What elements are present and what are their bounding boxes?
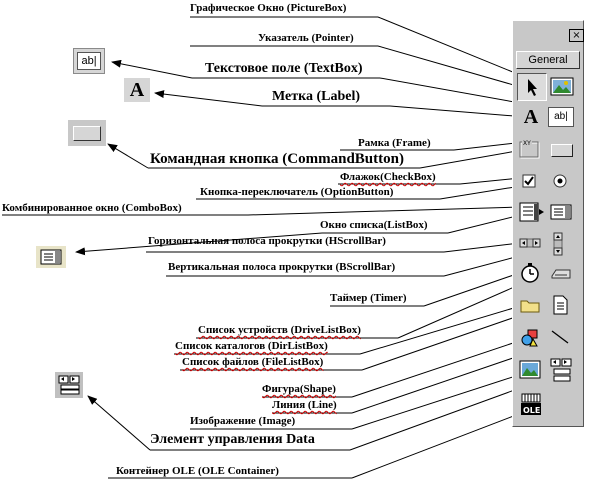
label-filelistbox: Список файлов (FileListBox) bbox=[182, 356, 324, 368]
optionbutton-tool[interactable] bbox=[549, 172, 571, 190]
line-icon bbox=[551, 330, 569, 344]
drive-icon bbox=[551, 269, 571, 279]
hscrollbar-tool[interactable] bbox=[517, 235, 543, 251]
timer-tool[interactable] bbox=[518, 261, 542, 285]
pointer-icon bbox=[528, 79, 537, 96]
label-timer: Таймер (Timer) bbox=[330, 292, 407, 304]
image-connector bbox=[351, 371, 529, 430]
checkbox-icon bbox=[522, 174, 536, 188]
combobox-connector bbox=[247, 206, 521, 216]
vscrollbar-tool[interactable] bbox=[551, 230, 565, 258]
label-line: Линия (Line) bbox=[272, 399, 337, 411]
pointer-tool[interactable] bbox=[517, 73, 547, 101]
data-sample-icon bbox=[55, 372, 83, 398]
toolbox-titlebar bbox=[513, 21, 583, 29]
commandbutton-sample-icon bbox=[68, 120, 106, 146]
label-shape: Фигура(Shape) bbox=[262, 383, 336, 395]
line-tool[interactable] bbox=[549, 327, 571, 349]
label-ole: Контейнер OLE (OLE Container) bbox=[116, 465, 279, 477]
toolbox-general-tab[interactable]: General bbox=[516, 51, 580, 69]
ole-icon: OLE bbox=[521, 393, 541, 415]
label-optionbutton: Кнопка-переключатель (OptionButton) bbox=[200, 186, 394, 198]
dirlistbox-tool[interactable] bbox=[518, 295, 542, 315]
picturebox-tool[interactable] bbox=[548, 75, 576, 99]
label-picturebox: Графическое Окно (PictureBox) bbox=[190, 2, 347, 14]
label-tool[interactable]: A bbox=[517, 104, 545, 130]
textbox-sample-icon: ab| bbox=[73, 48, 105, 74]
folder-icon bbox=[520, 300, 540, 313]
label-combobox: Комбинированное окно (ComboBox) bbox=[2, 202, 182, 214]
label-connector-right bbox=[389, 105, 515, 117]
combobox-icon bbox=[519, 202, 544, 222]
shapes-icon bbox=[521, 329, 538, 347]
textbox-sample-text: ab| bbox=[77, 52, 101, 70]
label-connector-left bbox=[154, 90, 263, 107]
file-icon bbox=[553, 295, 568, 315]
image-icon bbox=[519, 360, 541, 379]
textbox-tool-text: ab| bbox=[554, 111, 568, 122]
label-sample-icon: A bbox=[124, 78, 150, 102]
frame-icon: XY bbox=[519, 139, 540, 159]
label-dirlistbox: Список каталогов (DirListBox) bbox=[175, 340, 328, 352]
filelistbox-tool[interactable] bbox=[549, 294, 571, 316]
label-checkbox: Флажок(CheckBox) bbox=[340, 171, 436, 183]
label-label: Метка (Label) bbox=[272, 89, 361, 104]
hscrollbar-connector bbox=[443, 242, 521, 253]
label-drivelistbox: Список устройств (DriveListBox) bbox=[198, 324, 361, 336]
textbox-tool[interactable]: ab| bbox=[548, 107, 574, 127]
data-icon bbox=[550, 358, 572, 382]
ole-icon-text: OLE bbox=[523, 406, 540, 415]
checkbox-connector bbox=[459, 177, 521, 185]
shape-tool[interactable] bbox=[518, 327, 542, 349]
timer-connector bbox=[423, 269, 529, 307]
combobox-tool[interactable] bbox=[517, 201, 545, 223]
vscrollbar-icon bbox=[553, 232, 563, 256]
listbox-icon bbox=[550, 204, 572, 220]
stopwatch-icon bbox=[521, 263, 539, 283]
label-tool-glyph: A bbox=[523, 106, 539, 128]
data-tool[interactable] bbox=[548, 357, 574, 385]
ole-tool[interactable]: OLE bbox=[517, 391, 545, 419]
radio-icon bbox=[553, 174, 567, 188]
listbox-connector-left bbox=[75, 232, 323, 256]
label-pointer: Указатель (Pointer) bbox=[258, 32, 354, 44]
listbox-tool[interactable] bbox=[548, 202, 574, 222]
label-textbox: Текстовое поле (TextBox) bbox=[205, 61, 363, 76]
checkbox-tool[interactable] bbox=[519, 172, 541, 190]
dirlistbox-connector bbox=[359, 303, 528, 355]
label-data: Элемент управления Data bbox=[150, 432, 315, 447]
label-vscrollbar: Вертикальная полоса прокрутки (BScrollBa… bbox=[168, 261, 396, 273]
commandbutton-icon bbox=[551, 144, 573, 157]
pointer-connector bbox=[377, 45, 525, 89]
commandbutton-connector-left bbox=[107, 143, 149, 169]
label-sample-glyph: A bbox=[129, 79, 145, 101]
listbox-sample-icon bbox=[36, 246, 66, 268]
shape-connector bbox=[351, 337, 529, 398]
data-connector-left bbox=[87, 395, 151, 451]
frame-tool[interactable]: XY bbox=[518, 137, 542, 161]
toolbox-window: × General A ab| bbox=[512, 20, 584, 427]
label-image: Изображение (Image) bbox=[190, 415, 296, 427]
textbox-connector-left bbox=[111, 59, 193, 79]
label-hscrollbar: Горизонтальная полоса прокрутки (HScroll… bbox=[148, 235, 386, 247]
toolbox-close-button[interactable]: × bbox=[569, 29, 584, 42]
picturebox-icon bbox=[550, 77, 574, 96]
commandbutton-tool[interactable] bbox=[549, 141, 575, 159]
label-commandbutton: Командная кнопка (CommandButton) bbox=[150, 151, 404, 167]
hscrollbar-icon bbox=[519, 238, 541, 248]
image-tool[interactable] bbox=[517, 359, 543, 381]
label-frame: Рамка (Frame) bbox=[358, 137, 431, 149]
drivelistbox-tool[interactable] bbox=[549, 265, 573, 283]
frame-xy-text: XY bbox=[523, 140, 531, 147]
label-listbox: Окно списка(ListBox) bbox=[320, 219, 428, 231]
ole-connector bbox=[351, 411, 525, 479]
